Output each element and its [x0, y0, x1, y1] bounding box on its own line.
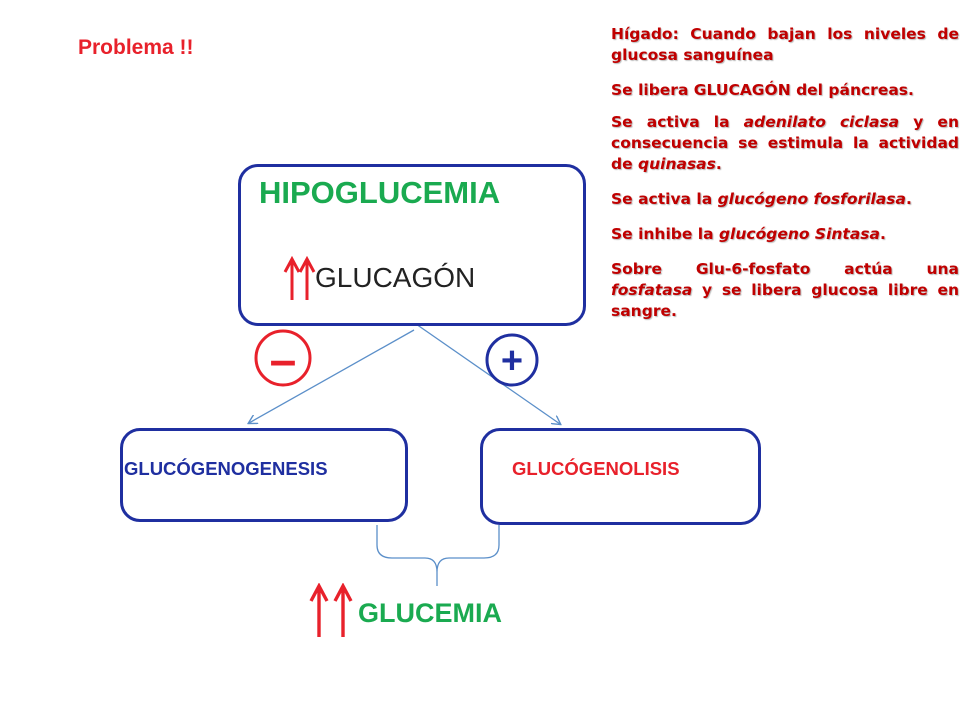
hypoglycemia-box: [238, 164, 586, 326]
enzyme-glucogeno-fosforilasa: glucógeno fosforilasa: [717, 190, 906, 208]
double-up-arrow-icon: [283, 256, 316, 300]
glycemia-label: GLUCEMIA: [358, 598, 502, 628]
problem-label: Problema !!: [78, 36, 194, 59]
explanation-paragraph-3: Se activa la adenilato ciclasa y en cons…: [611, 113, 959, 173]
double-up-arrow-icon: [309, 583, 353, 637]
enzyme-quinasas: quinasas: [638, 155, 716, 173]
explanation-text: Hígado: Cuando bajan los niveles de gluc…: [611, 24, 959, 336]
activation-sign: +: [501, 340, 523, 382]
arrow-to-glucogenolisis: [415, 323, 560, 424]
inhibition-sign-circle: [254, 329, 312, 387]
explanation-paragraph-2: Se libera GLUCAGÓN del páncreas.: [611, 81, 914, 99]
glucogenolisis-box: [480, 428, 761, 525]
inhibition-sign: –: [270, 334, 297, 387]
activation-sign-circle: [485, 333, 539, 387]
enzyme-glucogeno-sintasa: glucógeno Sintasa: [718, 225, 880, 243]
enzyme-adenilato-ciclasa: adenilato ciclasa: [743, 113, 900, 131]
explanation-paragraph-1: Hígado: Cuando bajan los niveles de gluc…: [611, 25, 959, 64]
glucogenogenesis-box: [120, 428, 408, 522]
arrow-to-glucogenogenesis: [249, 329, 415, 423]
glucagon-label: GLUCAGÓN: [315, 262, 476, 293]
explanation-paragraph-4: Se activa la glucógeno fosforilasa.: [611, 190, 912, 208]
explanation-paragraph-5: Se inhibe la glucógeno Sintasa.: [611, 225, 886, 243]
merge-bracket: [376, 525, 500, 586]
explanation-paragraph-6: Sobre Glu-6-fosfato actúa una fosfatasa …: [611, 260, 959, 320]
glucogenogenesis-label: GLUCÓGENOGENESIS: [124, 458, 328, 479]
hypoglycemia-title: HIPOGLUCEMIA: [259, 175, 501, 210]
glucogenolisis-label: GLUCÓGENOLISIS: [512, 458, 680, 479]
enzyme-fosfatasa: fosfatasa: [611, 281, 693, 299]
